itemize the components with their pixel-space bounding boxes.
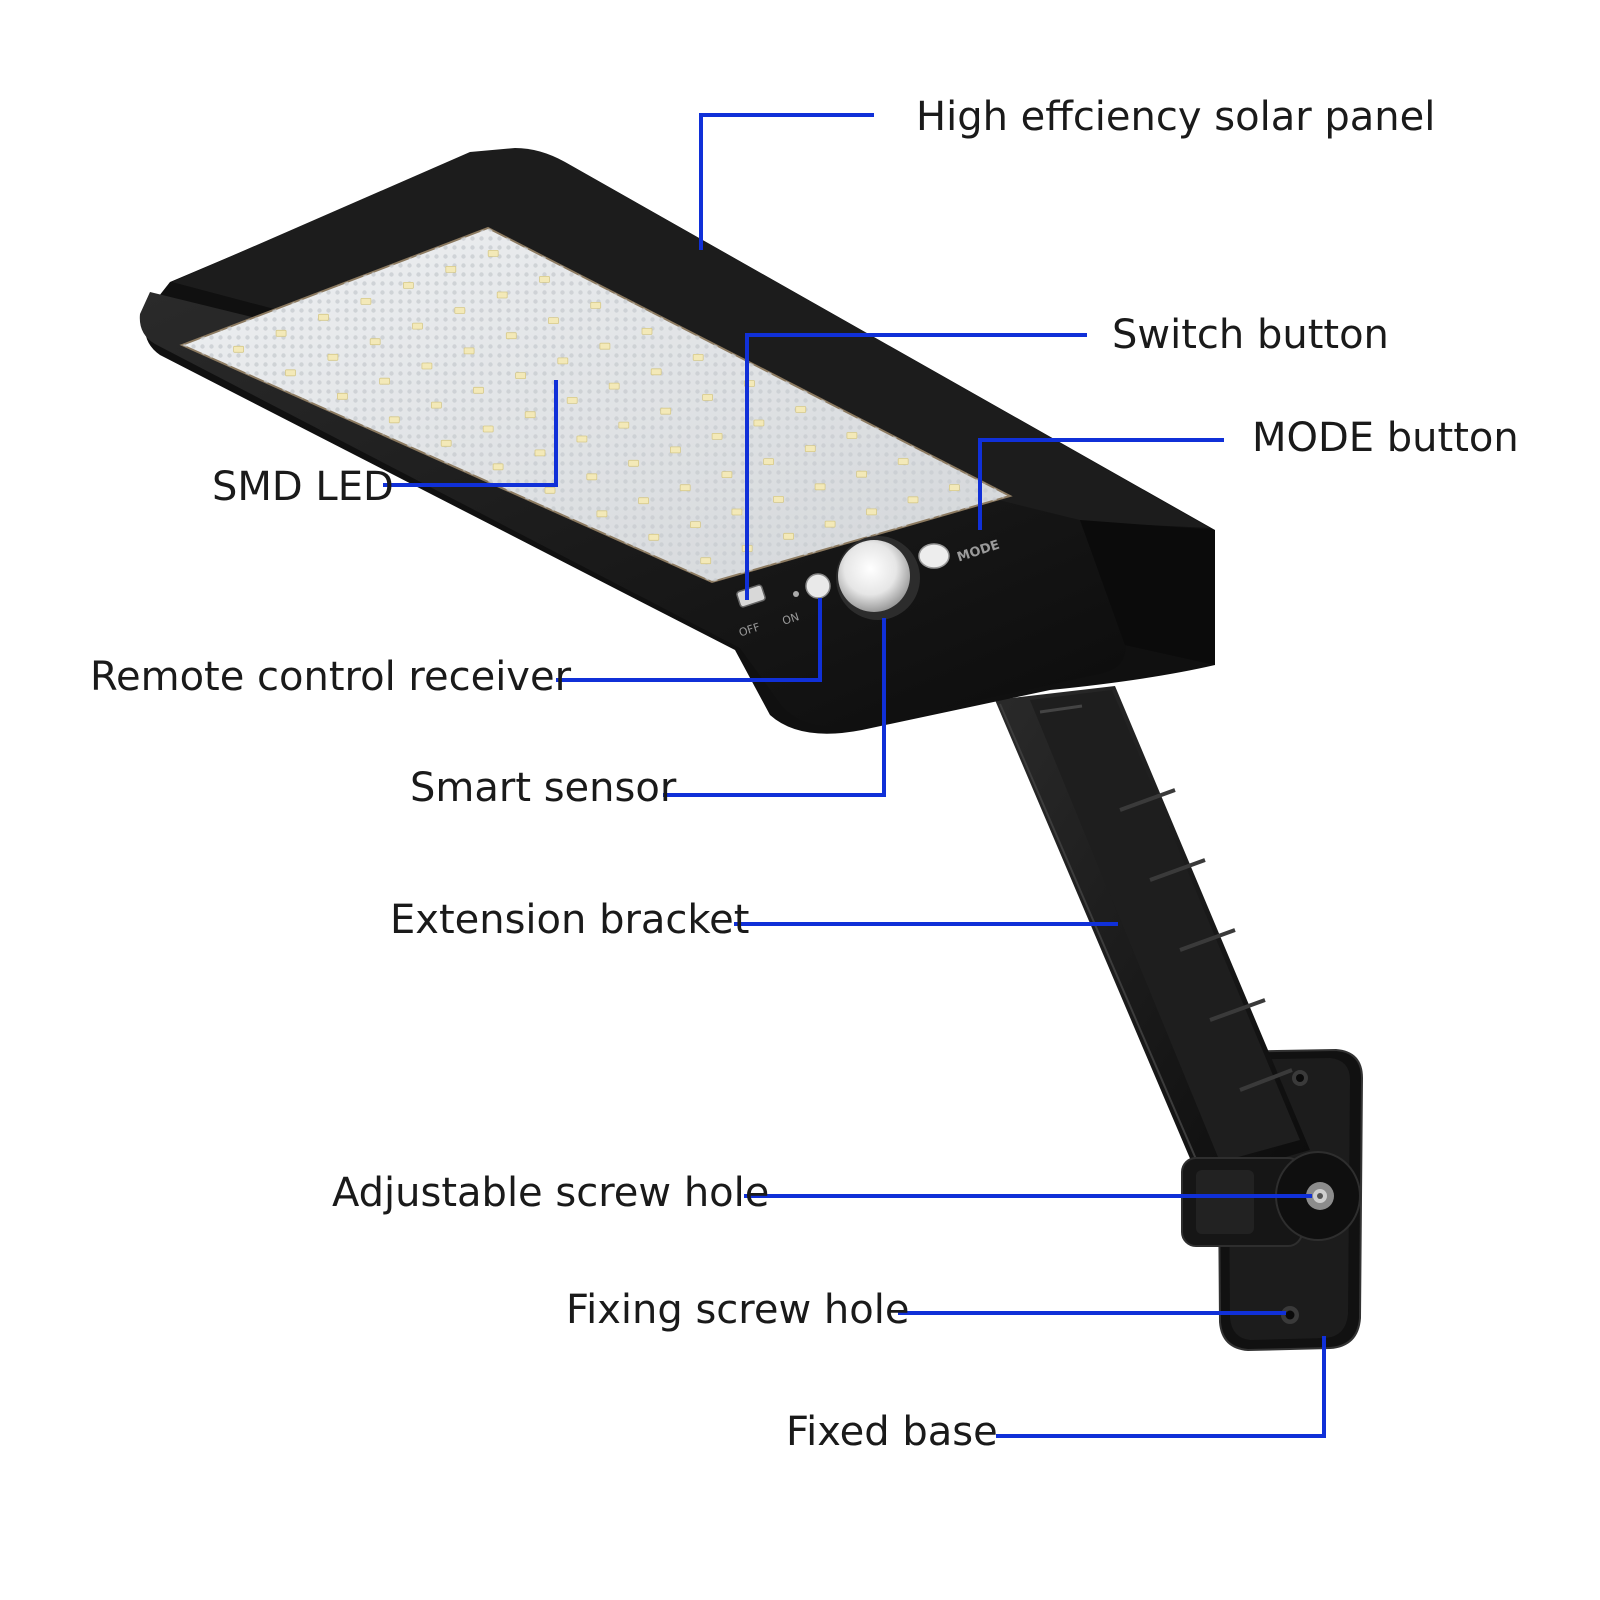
smd-led-chip	[648, 533, 660, 541]
label-remote-receiver: Remote control receiver	[90, 654, 572, 700]
smd-led-chip	[670, 446, 681, 454]
label-fixing-screw-hole: Fixing screw hole	[566, 1287, 910, 1333]
smd-led-chip	[638, 497, 649, 505]
leader-switch-button	[745, 333, 1087, 600]
leader-mode-button	[978, 438, 1224, 530]
label-smd-led: SMD LED	[212, 464, 394, 510]
smd-led-chip	[846, 432, 858, 439]
smd-led-chip	[327, 353, 339, 361]
leader-fixed-base	[996, 1336, 1326, 1438]
smd-led-chip	[388, 416, 400, 424]
switch-off-label: OFF	[737, 621, 761, 640]
smd-led-chip	[949, 484, 960, 492]
smd-led-chip	[473, 386, 484, 394]
smd-led-chip	[539, 275, 550, 283]
smd-led-chip	[275, 329, 287, 337]
smd-led-chip	[496, 291, 508, 299]
smd-led-chip	[660, 407, 672, 415]
smd-led-chip	[804, 445, 816, 453]
pir-sensor-dome	[838, 540, 910, 612]
smd-led-chip	[783, 532, 794, 540]
smd-led-chip	[711, 432, 723, 440]
smd-led-chip	[590, 301, 602, 309]
smd-led-chip	[524, 411, 536, 419]
smd-led-chip	[440, 439, 452, 447]
smd-led-chip	[641, 327, 653, 335]
smd-led-chip	[824, 520, 836, 528]
smd-led-chip	[599, 342, 611, 350]
smd-led-chip	[692, 353, 704, 361]
leader-lines	[383, 113, 1326, 1438]
smd-led-chip	[576, 435, 588, 443]
label-solar-panel: High effciency solar panel	[916, 94, 1436, 140]
smd-led-chip	[233, 345, 245, 353]
smd-led-chip	[679, 484, 691, 492]
smd-led-chip	[795, 406, 807, 413]
smd-led-chip	[586, 473, 598, 481]
smd-led-chip	[702, 393, 713, 401]
smd-led-chip	[445, 265, 457, 273]
smd-led-chip	[454, 307, 466, 314]
mode-button-knob	[918, 543, 950, 569]
smd-led-chip	[721, 471, 733, 479]
smd-led-chip	[814, 483, 826, 491]
smd-led-chip	[402, 281, 414, 289]
smd-led-chip	[753, 419, 765, 427]
smd-led-chip	[566, 396, 578, 404]
label-extension-bracket: Extension bracket	[390, 897, 750, 943]
leader-solar-panel	[699, 113, 874, 250]
smd-led-chip	[369, 338, 381, 346]
leader-remote-receiver	[556, 598, 822, 682]
smd-led-chip	[628, 459, 639, 467]
smd-led-chip	[318, 313, 329, 321]
smd-led-chip	[608, 382, 620, 390]
smd-led-chip	[360, 297, 372, 305]
label-adjustable-screw-hole: Adjustable screw hole	[332, 1170, 770, 1216]
wireless-signal-icon	[793, 591, 799, 597]
smd-led-chip	[412, 322, 423, 330]
smd-led-chip	[544, 486, 556, 494]
smd-led-chip	[618, 421, 630, 429]
label-mode-button: MODE button	[1252, 415, 1519, 461]
smd-led-array	[233, 249, 960, 565]
leader-smart-sensor	[663, 618, 886, 797]
smd-led-chip	[379, 377, 391, 385]
smd-led-chip	[763, 458, 774, 466]
smd-led-chip	[700, 557, 712, 565]
label-fixed-base: Fixed base	[786, 1409, 998, 1455]
remote-receiver-lens	[805, 573, 831, 599]
label-smart-sensor: Smart sensor	[410, 765, 677, 811]
hinge-joint	[1181, 1151, 1361, 1247]
smd-led-chip	[690, 521, 701, 528]
smd-led-chip	[492, 463, 504, 471]
smd-led-chip	[907, 496, 919, 504]
smd-led-chip	[897, 458, 909, 465]
smd-led-chip	[548, 317, 559, 325]
leader-smd-led	[383, 380, 558, 487]
switch-on-label: ON	[781, 610, 801, 628]
smd-led-chip	[487, 249, 499, 257]
smd-led-chip	[856, 470, 867, 478]
smd-led-chip	[430, 401, 442, 409]
smd-led-chip	[505, 332, 517, 340]
smd-led-chip	[596, 510, 608, 518]
label-switch-button: Switch button	[1112, 312, 1389, 358]
smd-led-chip	[773, 495, 784, 503]
smd-led-chip	[534, 449, 546, 457]
extension-bracket-arm	[995, 686, 1310, 1182]
smd-led-chip	[866, 508, 877, 516]
smd-led-chip	[482, 425, 494, 433]
smd-led-chip	[336, 392, 348, 400]
smd-led-chip	[421, 362, 433, 370]
smd-led-chip	[463, 347, 475, 355]
smd-led-chip	[650, 368, 662, 376]
smd-led-chip	[731, 508, 743, 516]
smd-led-chip	[515, 372, 526, 380]
smd-led-chip	[557, 357, 569, 365]
smd-led-chip	[285, 369, 296, 377]
